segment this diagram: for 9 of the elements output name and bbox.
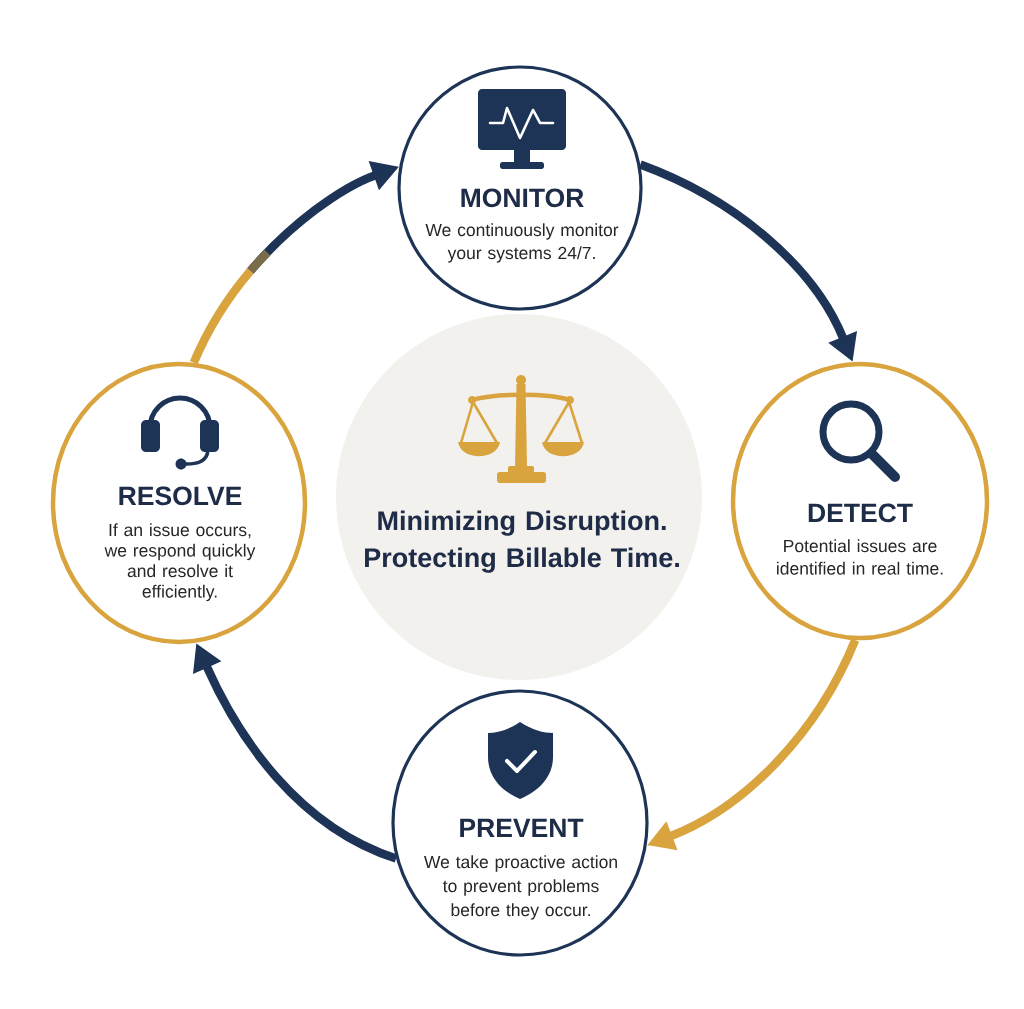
step-description: We take proactive action to prevent problems before they occur.	[424, 855, 617, 920]
step-title: PREVENT	[460, 818, 584, 837]
step-title: DETECT	[808, 503, 913, 523]
step-title: MONITOR	[461, 188, 584, 208]
step-description: We continuously monitor your systems 24/7.	[425, 223, 619, 263]
step-description: If an issue occurs, we respond quickly and resolve it efficiently.	[104, 523, 256, 602]
step-description: Potential issues are identified in real time.	[777, 539, 943, 575]
tagline: Minimizing Disruption. Protecting Billable Time.	[365, 510, 679, 573]
step-title: RESOLVE	[119, 486, 242, 506]
